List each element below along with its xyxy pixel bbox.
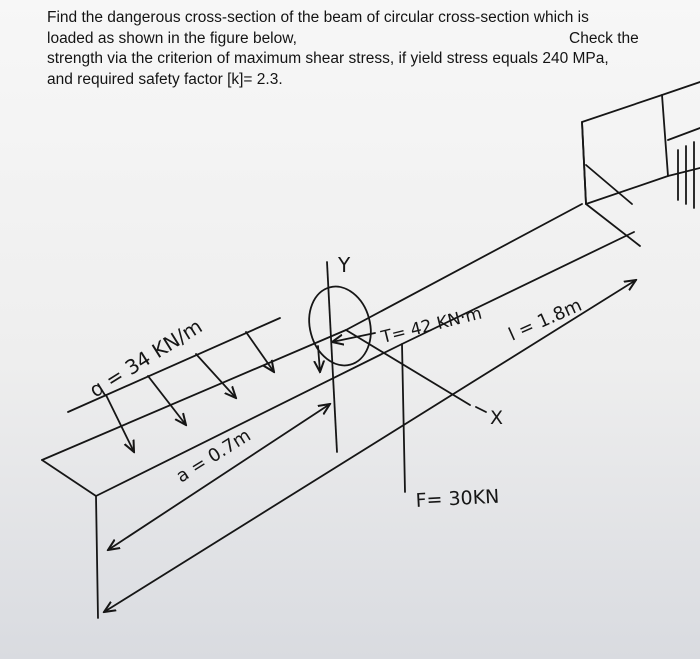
dimension-l bbox=[104, 280, 636, 612]
problem-line-4: and required safety factor [k]= 2.3. bbox=[47, 70, 283, 88]
wall-support bbox=[581, 81, 700, 247]
problem-statement: Find the dangerous cross-section of the … bbox=[47, 8, 687, 90]
problem-line-2-right: Check the bbox=[569, 29, 639, 47]
problem-line-3: strength via the criterion of maximum sh… bbox=[47, 50, 609, 67]
dimension-a bbox=[108, 404, 330, 550]
problem-line-2: loaded as shown in the figure below, Che… bbox=[47, 29, 687, 50]
torque-vector bbox=[332, 332, 376, 342]
x-axis-label: X bbox=[490, 407, 503, 429]
y-axis-label: Y bbox=[337, 253, 351, 277]
a-dimension-label: a = 0.7m bbox=[173, 425, 255, 487]
force-label: F= 30KN bbox=[415, 486, 500, 512]
torque-label: T= 42 KN·m bbox=[378, 304, 484, 349]
problem-line-2-left: loaded as shown in the figure below, bbox=[47, 29, 297, 47]
x-axis-line bbox=[345, 329, 471, 406]
y-axis-line bbox=[326, 261, 338, 453]
x-axis-dash bbox=[475, 406, 487, 413]
torque-symbol bbox=[308, 285, 372, 373]
problem-line-1: Find the dangerous cross-section of the … bbox=[47, 9, 589, 26]
